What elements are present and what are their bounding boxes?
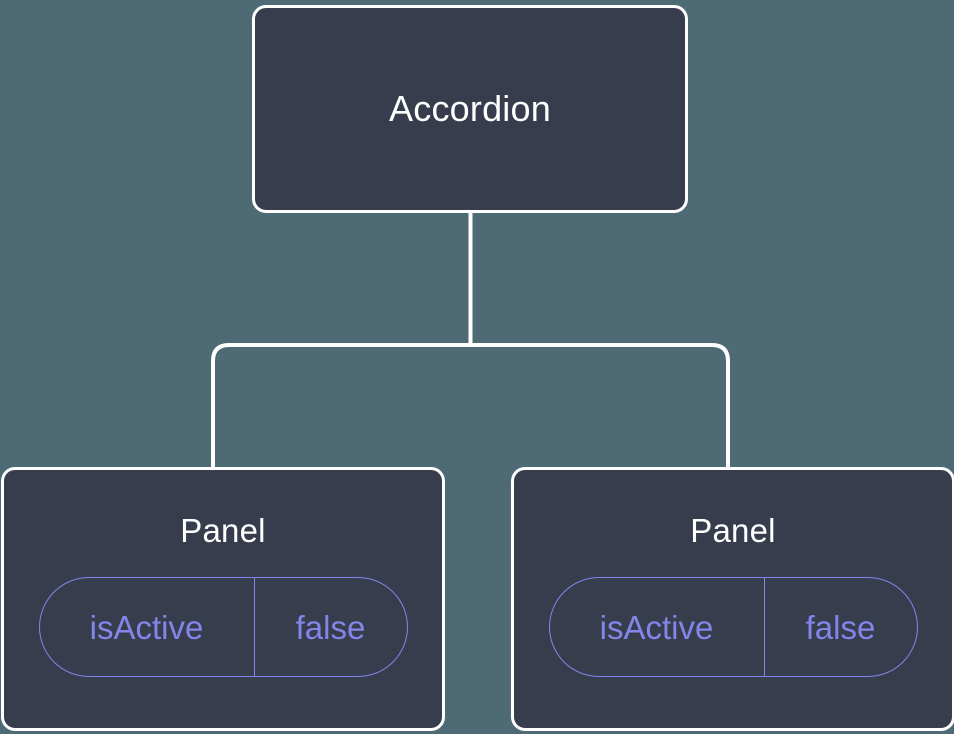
node-panel-1-title: Panel [690, 512, 776, 549]
node-panel-1-state-pill[interactable]: isActive false [548, 577, 918, 677]
node-panel-1[interactable]: Panel isActive false [511, 467, 954, 731]
node-panel-0-state-value: false [295, 608, 366, 646]
node-panel-0-state-pill[interactable]: isActive false [38, 577, 408, 677]
edge-branch-bar [211, 343, 730, 467]
node-accordion-title: Accordion [389, 88, 551, 129]
node-panel-0[interactable]: Panel isActive false [1, 467, 445, 731]
node-accordion[interactable]: Accordion [252, 5, 688, 213]
node-panel-1-state-key: isActive [550, 578, 765, 676]
node-panel-0-state-key: isActive [40, 578, 255, 676]
node-panel-0-title: Panel [180, 512, 266, 549]
node-panel-1-state-value: false [805, 608, 876, 646]
